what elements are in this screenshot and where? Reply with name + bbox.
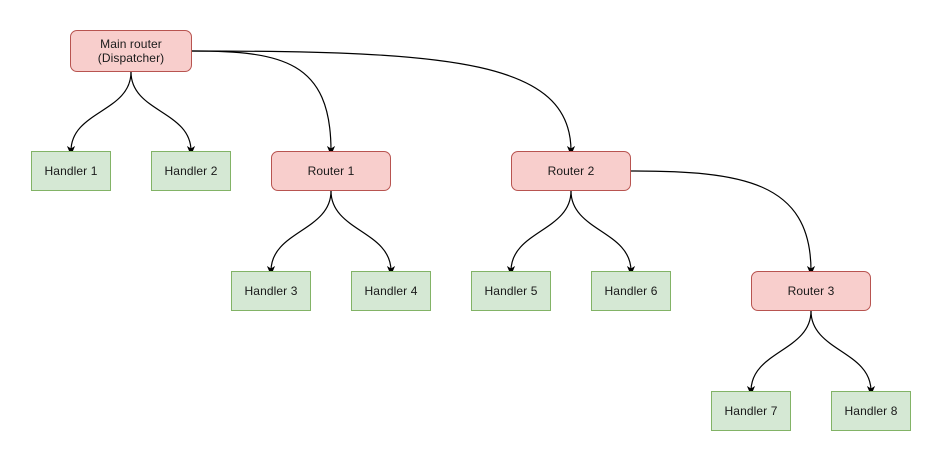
edge-r3-h7: [746, 310, 812, 396]
edge-r2-r3: [630, 170, 816, 276]
node-handler-8[interactable]: Handler 8: [831, 391, 911, 431]
edge-r1-h4: [330, 190, 396, 276]
node-main-router[interactable]: Main router (Dispatcher): [70, 30, 192, 72]
node-label-router-1: Router 1: [307, 164, 355, 178]
node-label-handler-2: Handler 2: [164, 164, 218, 178]
node-label-handler-5: Handler 5: [484, 284, 538, 298]
edge-r1-h3: [266, 190, 332, 276]
node-label-handler-6: Handler 6: [604, 284, 658, 298]
edge-r2-h5: [506, 190, 572, 276]
node-handler-5[interactable]: Handler 5: [471, 271, 551, 311]
node-handler-6[interactable]: Handler 6: [591, 271, 671, 311]
edge-r3-h8: [810, 310, 876, 396]
node-label-handler-8: Handler 8: [844, 404, 898, 418]
node-label-router-2: Router 2: [547, 164, 595, 178]
edge-main-h1: [66, 71, 132, 156]
node-handler-2[interactable]: Handler 2: [151, 151, 231, 191]
node-handler-1[interactable]: Handler 1: [31, 151, 111, 191]
node-handler-3[interactable]: Handler 3: [231, 271, 311, 311]
node-label-handler-4: Handler 4: [364, 284, 418, 298]
node-handler-7[interactable]: Handler 7: [711, 391, 791, 431]
node-router-1[interactable]: Router 1: [271, 151, 391, 191]
node-router-3[interactable]: Router 3: [751, 271, 871, 311]
node-router-2[interactable]: Router 2: [511, 151, 631, 191]
node-label-handler-7: Handler 7: [724, 404, 778, 418]
node-label-main-router: Main router (Dispatcher): [97, 37, 165, 65]
node-label-router-3: Router 3: [787, 284, 835, 298]
edge-main-r2: [191, 50, 576, 156]
node-label-handler-3: Handler 3: [244, 284, 298, 298]
node-handler-4[interactable]: Handler 4: [351, 271, 431, 311]
edge-main-r1: [191, 50, 336, 156]
edge-r2-h6: [570, 190, 636, 276]
node-label-handler-1: Handler 1: [44, 164, 98, 178]
edge-main-h2: [130, 71, 196, 156]
